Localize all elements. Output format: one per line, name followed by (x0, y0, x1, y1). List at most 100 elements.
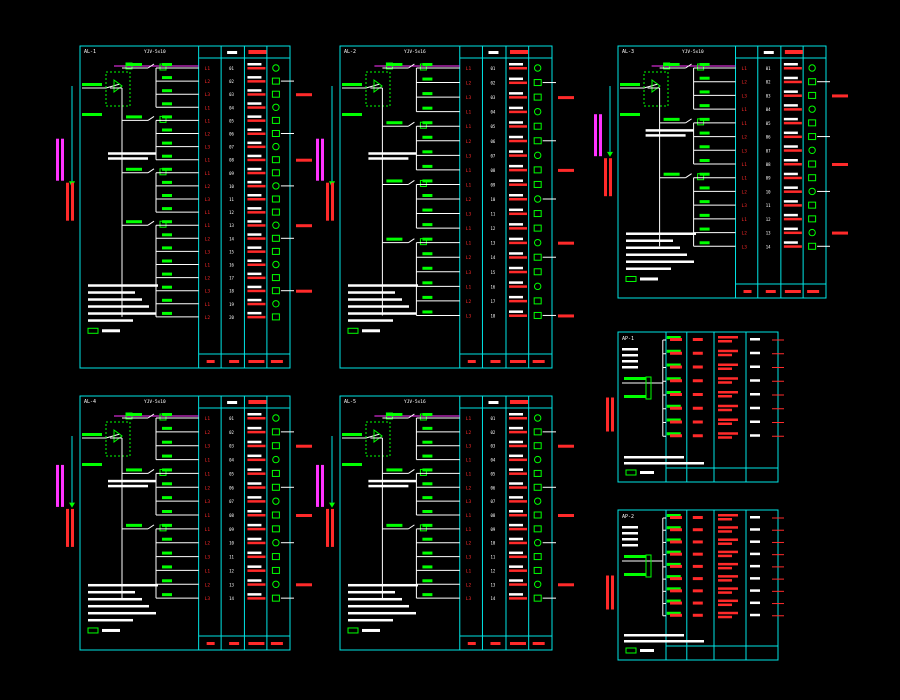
panel-title: AL-5 (344, 399, 356, 405)
terminal-box-icon (533, 442, 542, 450)
terminal-box-icon (808, 174, 817, 182)
circuit-power-text (247, 250, 266, 253)
circuit-use-text (718, 579, 732, 582)
circuit-use-text (508, 63, 523, 66)
terminal-box-icon (271, 274, 280, 282)
legend-text (362, 329, 380, 333)
circuit-phase-text (670, 365, 682, 369)
circuit-power-text (508, 67, 527, 70)
incoming-note-magenta (61, 138, 64, 181)
terminal-box-icon (533, 137, 542, 145)
circuit-use-text (508, 579, 523, 582)
header-red-text (248, 400, 267, 404)
design-note-line (348, 597, 402, 601)
circuit-breaker-label (422, 150, 433, 154)
circuit-breaker-label (422, 482, 433, 486)
terminal-box-icon (271, 594, 280, 602)
terminal-box-icon (533, 469, 542, 477)
circuit-breaker-label (162, 454, 172, 458)
circuit-number-label: 12 (229, 210, 234, 215)
group-breaker-contact (147, 413, 155, 419)
circuit-breaker-label (666, 432, 681, 436)
circuit-use-text (247, 537, 262, 541)
incoming-notes (594, 114, 612, 197)
group-breaker-contact (147, 115, 155, 121)
group-breaker-label (126, 167, 142, 171)
circuit-breaker-label (422, 164, 433, 168)
circuit-number-label: 06 (229, 485, 234, 490)
circuit-phase-label: L3 (205, 499, 211, 505)
design-note-line (348, 284, 418, 287)
circuit-number-label: 01 (766, 66, 771, 71)
surge-protector-box (365, 71, 391, 107)
group-breaker-contact (408, 524, 415, 530)
main-breaker-contact (365, 433, 381, 439)
panel-spec-text (622, 538, 638, 541)
group-breaker-contact (408, 121, 415, 127)
circuit-use-text (718, 336, 738, 339)
incoming-label (620, 113, 640, 116)
circuit-breaker-label (422, 237, 433, 241)
circuit-number-label: 12 (490, 226, 495, 231)
circuit-breaker-label (422, 523, 433, 527)
circuit-breaker-label (666, 599, 681, 603)
circuit-power-text (508, 486, 527, 489)
circuit-number-label: 06 (229, 132, 234, 137)
circuit-power-text (508, 183, 527, 186)
circuit-phase-label: L2 (205, 582, 211, 588)
terminal-circle-icon (533, 282, 542, 291)
circuit-breaker-label (162, 141, 172, 145)
circuit-breaker-label (162, 154, 172, 158)
circuit-phase-label: L1 (205, 416, 211, 422)
circuit-breaker-label (162, 496, 172, 500)
circuit-breaker-label (162, 413, 172, 416)
circuit-number-label: 20 (229, 315, 234, 320)
circuit-power-text (783, 163, 802, 166)
terminal-box-icon (271, 428, 280, 436)
circuit-breaker-label (162, 207, 172, 211)
group-breaker-contact (685, 118, 692, 124)
panel-frame (339, 45, 553, 369)
design-note-line (348, 583, 418, 587)
circuit-use-text (718, 381, 732, 384)
circuit-breaker-label (699, 200, 710, 204)
circuit-use-text (247, 510, 262, 513)
incoming-notes (316, 464, 334, 547)
terminal-circle-icon (808, 187, 816, 196)
incoming-note-red (331, 182, 334, 221)
terminal-box-icon (533, 511, 542, 519)
earth-arrow-icon (69, 502, 75, 508)
circuit-phase-label: L1 (466, 226, 472, 232)
design-note-line (88, 298, 142, 301)
circuit-use-text (718, 542, 732, 545)
terminal-circle-icon (533, 195, 542, 203)
circuit-number-label: 04 (490, 458, 495, 463)
circuit-phase-label: L3 (205, 555, 211, 561)
circuit-load-text (692, 379, 703, 383)
circuit-power-text (247, 514, 266, 517)
panel-frame (79, 45, 291, 369)
circuit-number-label: 15 (490, 270, 495, 275)
circuit-power-text (508, 430, 527, 434)
panel-spec-text (622, 348, 638, 351)
group-breaker-label (386, 179, 403, 183)
circuit-power-text (247, 569, 266, 572)
circuit-breaker-label (162, 298, 172, 302)
design-note-line (626, 253, 687, 256)
design-note-line (88, 319, 133, 322)
group-breaker-label (126, 523, 142, 527)
surge-protector-icon (373, 429, 383, 443)
circuit-power-text (783, 121, 802, 125)
circuit-phase-text (670, 552, 682, 556)
terminal-box-icon (533, 224, 542, 232)
panel-frame (339, 395, 553, 651)
panel-frame (617, 331, 779, 483)
circuit-power-text (508, 212, 527, 216)
circuit-use-text (783, 117, 798, 121)
footer-red-text (532, 642, 545, 645)
circuit-power-text (247, 555, 266, 559)
terminal-circle-icon (808, 105, 816, 113)
circuit-use-text (247, 551, 262, 555)
circuit-breaker-label (699, 117, 710, 121)
circuit-breaker-label (162, 180, 172, 184)
